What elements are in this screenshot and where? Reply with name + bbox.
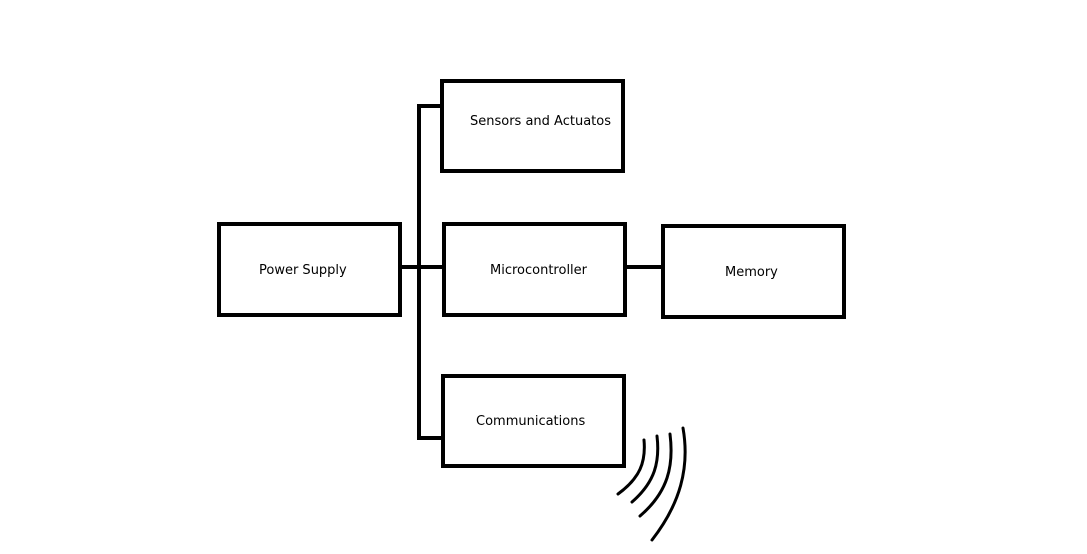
communications-label: Communications <box>476 414 586 429</box>
communications-block: Communications <box>441 374 626 468</box>
memory-block: Memory <box>661 224 846 319</box>
microcontroller-label: Microcontroller <box>490 263 588 278</box>
microcontroller-block: Microcontroller <box>442 222 627 317</box>
wireless-signal-icon <box>616 426 687 542</box>
power-supply-block: Power Supply <box>217 222 402 317</box>
sensors-actuators-block: Sensors and Actuatos <box>440 79 625 173</box>
power-supply-label: Power Supply <box>259 263 347 278</box>
sensors-actuators-label: Sensors and Actuatos <box>470 114 611 129</box>
memory-label: Memory <box>725 265 778 280</box>
